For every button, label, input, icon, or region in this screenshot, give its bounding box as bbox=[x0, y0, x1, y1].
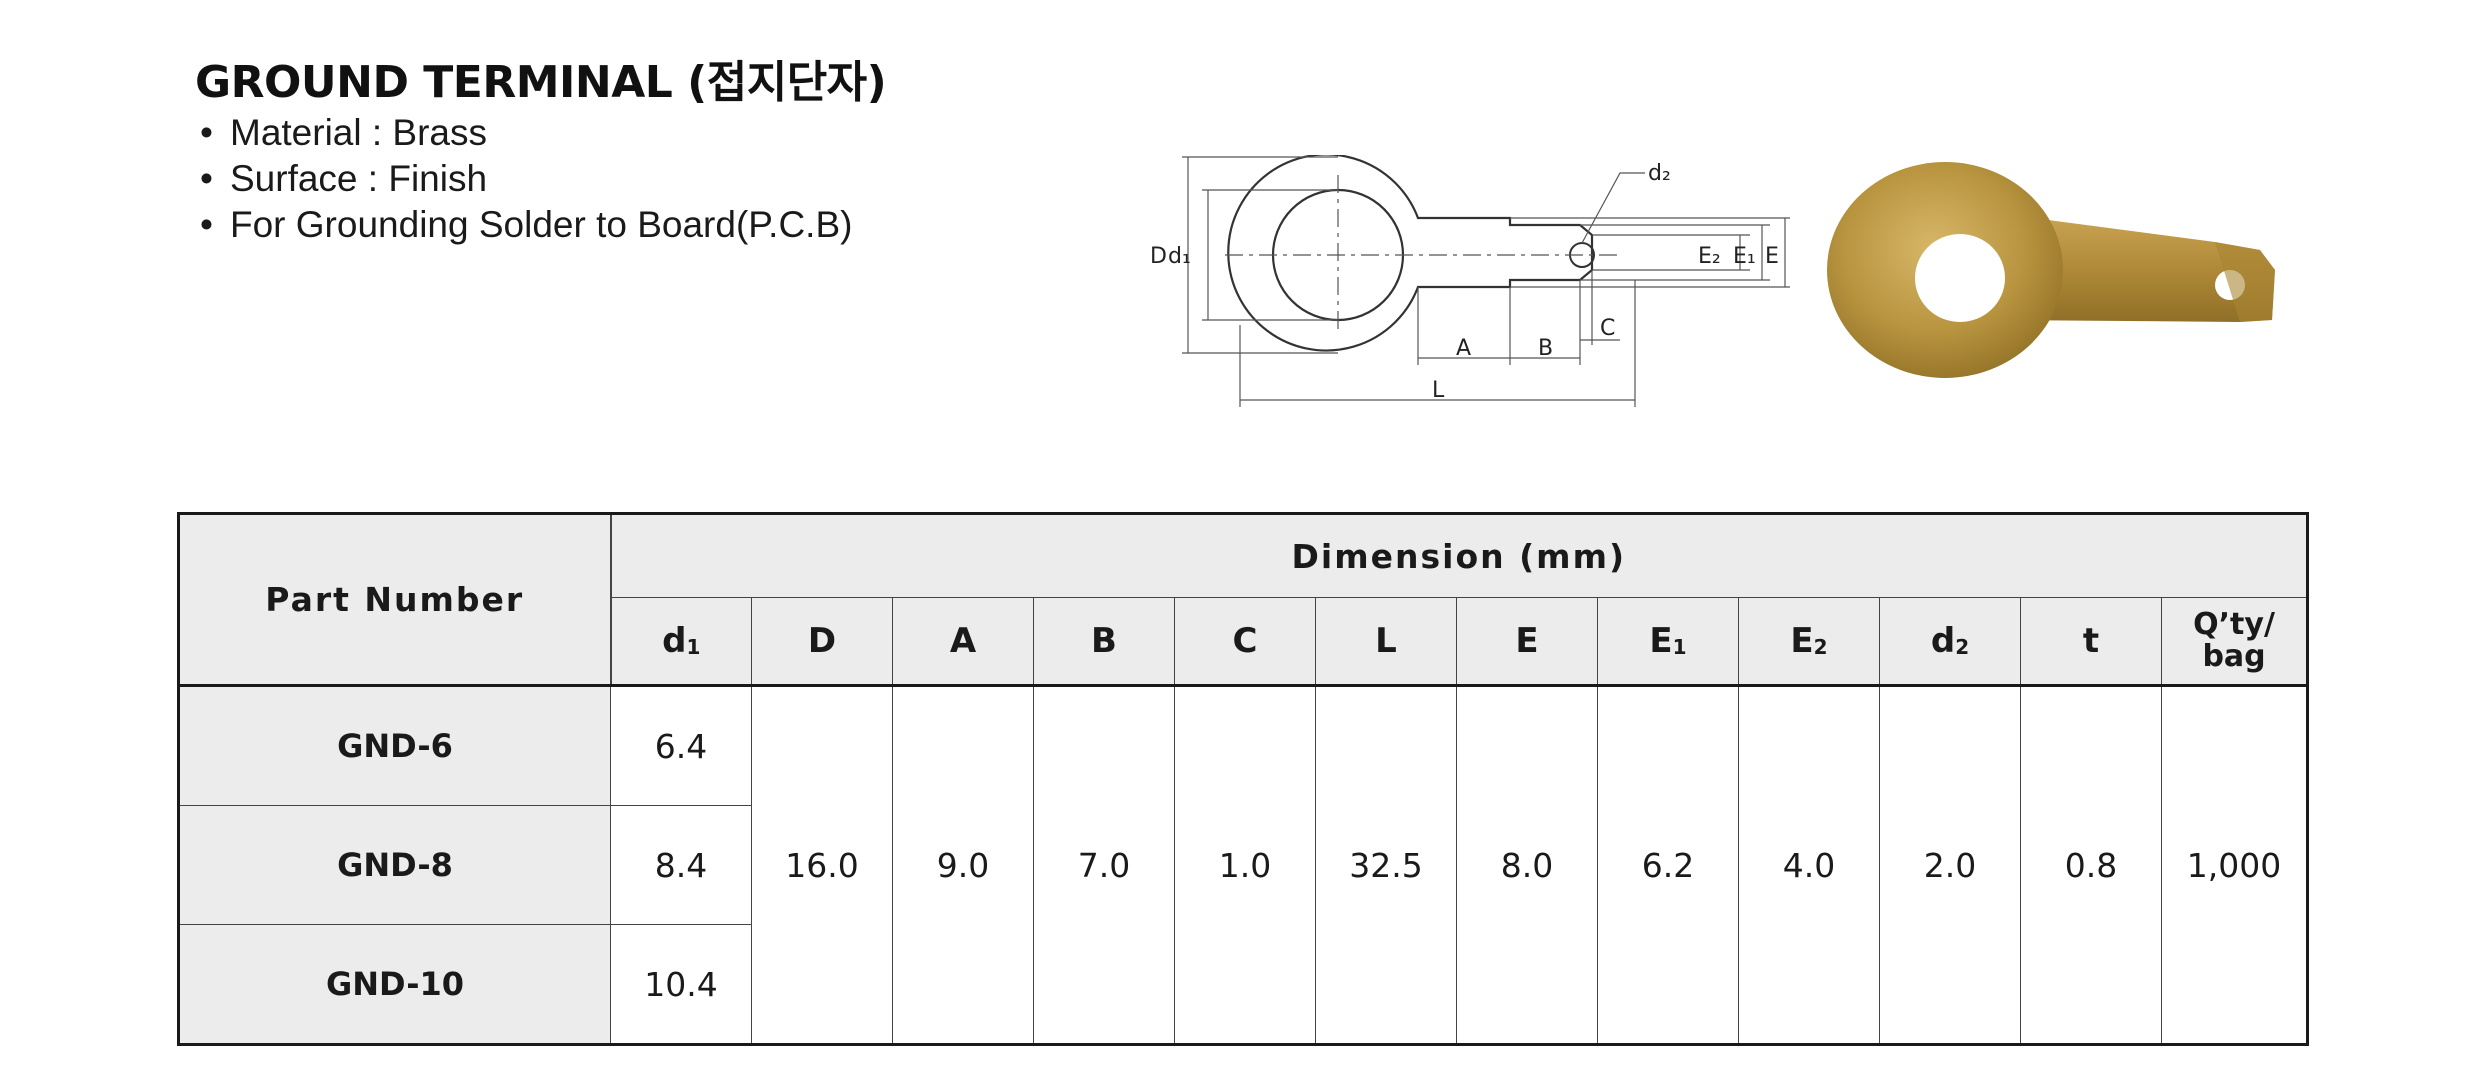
page-title: GROUND TERMINAL (접지단자) bbox=[195, 57, 887, 108]
E-cell: 8.0 bbox=[1456, 685, 1598, 1045]
col-header-d2: d2 bbox=[1879, 597, 2021, 687]
col-header-C: C bbox=[1174, 597, 1316, 687]
bullet-surface: •Surface : Finish bbox=[200, 158, 488, 199]
label-d2: d₂ bbox=[1648, 161, 1671, 186]
E1-cell: 6.2 bbox=[1597, 685, 1739, 1045]
label-E1: E₁ bbox=[1733, 244, 1756, 269]
col-header-L: L bbox=[1315, 597, 1457, 687]
label-E2: E₂ bbox=[1698, 244, 1721, 269]
col-header-qty: Q’ty/bag bbox=[2160, 597, 2309, 687]
t-cell: 0.8 bbox=[2020, 685, 2162, 1045]
table-row: GND-6 6.4 16.0 9.0 7.0 1.0 32.5 8.0 6.2 … bbox=[178, 685, 2309, 1045]
col-header-B: B bbox=[1033, 597, 1175, 687]
terminal-tab bbox=[2010, 215, 2275, 322]
col-header-d1: d1 bbox=[610, 597, 752, 687]
label-E: E bbox=[1765, 244, 1779, 269]
bullet-text: For Grounding Solder to Board(P.C.B) bbox=[230, 204, 853, 245]
D-cell: 16.0 bbox=[751, 685, 893, 1045]
d1-cell: 8.4 bbox=[610, 805, 752, 925]
bullet-text: Surface : Finish bbox=[230, 158, 488, 199]
table-row: GND-8 8.4 bbox=[178, 805, 2308, 925]
dimension-table: Part Number Dimension (mm) d1 D A B C L … bbox=[177, 512, 2310, 1046]
A-cell: 9.0 bbox=[892, 685, 1034, 1045]
col-header-A: A bbox=[892, 597, 1034, 687]
part-number-cell: GND-10 bbox=[178, 924, 611, 1045]
bullet-usage: •For Grounding Solder to Board(P.C.B) bbox=[200, 204, 853, 245]
part-number-cell: GND-8 bbox=[178, 805, 611, 925]
L-cell: 32.5 bbox=[1315, 685, 1457, 1045]
spec-bullet-list: •Material : Brass •Surface : Finish •For… bbox=[200, 110, 852, 248]
terminal-outline bbox=[1227, 155, 1594, 352]
col-header-t: t bbox=[2020, 597, 2162, 687]
d1-cell: 6.4 bbox=[610, 685, 752, 806]
dimension-header: Dimension (mm) bbox=[609, 513, 2309, 598]
part-number-cell: GND-6 bbox=[178, 685, 611, 806]
col-header-D: D bbox=[751, 597, 893, 687]
label-B: B bbox=[1538, 336, 1553, 361]
bullet-text: Material : Brass bbox=[230, 112, 488, 153]
label-D: D bbox=[1150, 244, 1167, 269]
label-L: L bbox=[1432, 378, 1445, 403]
d2-cell: 2.0 bbox=[1879, 685, 2021, 1045]
terminal-ring-hole bbox=[1915, 234, 2005, 322]
terminal-photo bbox=[1827, 162, 2275, 378]
C-cell: 1.0 bbox=[1174, 685, 1316, 1045]
label-d1: d₁ bbox=[1168, 244, 1191, 269]
col-header-E1: E1 bbox=[1597, 597, 1739, 687]
d1-cell: 10.4 bbox=[610, 924, 752, 1045]
table-row: GND-10 10.4 bbox=[178, 924, 2308, 1045]
col-header-E2: E2 bbox=[1738, 597, 1880, 687]
label-A: A bbox=[1456, 336, 1471, 361]
label-C: C bbox=[1600, 316, 1615, 341]
col-header-E: E bbox=[1456, 597, 1598, 687]
qty-cell: 1,000 bbox=[2160, 685, 2309, 1045]
part-number-header: Part Number bbox=[178, 513, 612, 687]
E2-cell: 4.0 bbox=[1738, 685, 1880, 1045]
terminal-dimension-drawing: d₂ D d₁ E₂ E₁ E A B C L bbox=[1150, 155, 1790, 407]
bullet-material: •Material : Brass bbox=[200, 112, 488, 153]
B-cell: 7.0 bbox=[1033, 685, 1175, 1045]
